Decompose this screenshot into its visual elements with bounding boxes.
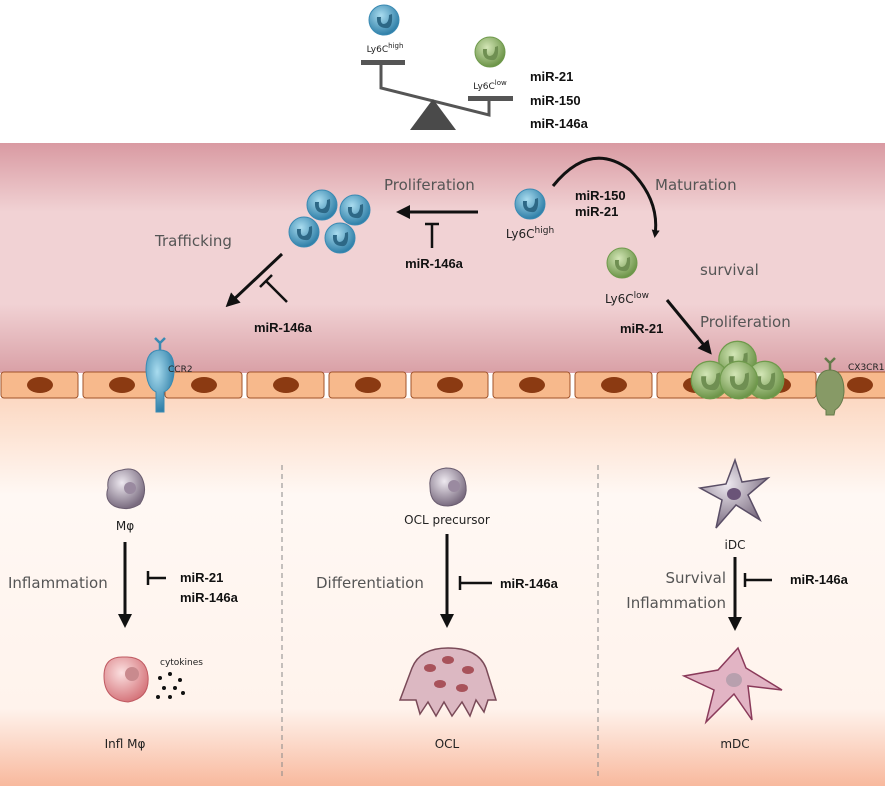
proliferation-label: Proliferation xyxy=(384,176,475,194)
cx3cr1-label: CX3CR1 xyxy=(848,363,884,373)
ly6c-low-cell-icon xyxy=(474,36,506,68)
balance-mir: miR-21 xyxy=(530,69,573,84)
inhibit-icon xyxy=(259,274,288,303)
trafficking-arrow xyxy=(225,252,284,308)
cx3cr1-cell xyxy=(815,357,845,416)
ocl-precursor-label: OCL precursor xyxy=(404,513,490,527)
nucleus-icon xyxy=(601,377,627,393)
macrophage-mir: miR-146a xyxy=(180,590,239,605)
macrophage-mir: miR-21 xyxy=(180,570,223,585)
osteoclast-mir: miR-146a xyxy=(500,576,559,591)
balance-scale: Ly6Chigh Ly6Clow miR-21 miR-150 miR-146a xyxy=(361,4,589,131)
ly6c-low-cell-icon xyxy=(606,247,638,279)
nucleus-icon xyxy=(355,377,381,393)
survival-proliferation-label: Proliferation xyxy=(700,313,791,331)
ccr2-receptor-icon xyxy=(154,337,166,350)
ccr2-label: CCR2 xyxy=(168,365,193,375)
nucleus-icon xyxy=(273,377,299,393)
ly6c-low-label: Ly6Clow xyxy=(605,291,649,306)
tissue xyxy=(0,398,885,786)
differentiation-label: Differentiation xyxy=(316,574,424,592)
nucleus-icon xyxy=(27,377,53,393)
ccr2-cell xyxy=(145,337,175,413)
osteoclast-icon xyxy=(398,647,498,718)
macrophage-panel: Mφ Inflammation miR-21 miR-146a cytokine… xyxy=(8,468,239,751)
nucleus-icon xyxy=(109,377,135,393)
inflammation-label: Inflammation xyxy=(8,574,108,592)
balance-high-label: Ly6Chigh xyxy=(367,42,404,55)
endothelium xyxy=(0,371,885,399)
cytokines-icon xyxy=(156,672,185,699)
dendritic-mir: miR-146a xyxy=(790,572,849,587)
mdc-label: mDC xyxy=(720,737,749,751)
nucleus-icon xyxy=(519,377,545,393)
ly6c-high-cell-icon xyxy=(368,4,400,36)
survival-label: survival xyxy=(700,261,759,279)
blood-vessel xyxy=(0,143,885,373)
infl-macrophage-label: Infl Mφ xyxy=(105,737,146,751)
ocl-precursor-icon xyxy=(429,467,467,507)
ly6c-high-label: Ly6Chigh xyxy=(506,226,554,241)
inflamed-macrophage-icon xyxy=(103,656,149,703)
cx3cr1-receptor-icon xyxy=(824,357,836,370)
proliferation-mir: miR-146a xyxy=(405,256,464,271)
maturation-mir: miR-150 xyxy=(575,188,626,203)
survival-arrow xyxy=(665,299,712,355)
survival-label: Survival xyxy=(666,569,726,587)
balance-mir: miR-150 xyxy=(530,93,581,108)
inhibit-icon xyxy=(458,576,492,590)
ocl-label: OCL xyxy=(435,737,460,751)
maturation-mir: miR-21 xyxy=(575,204,618,219)
ly6c-high-cell-icon xyxy=(514,188,546,220)
inhibit-icon xyxy=(743,573,772,587)
trafficking-mir: miR-146a xyxy=(254,320,313,335)
maturation-arrow xyxy=(551,156,660,238)
dendritic-panel: iDC Survival Inflammation miR-146a mDC xyxy=(626,457,849,751)
balance-mir: miR-146a xyxy=(530,116,589,131)
maturation-label: Maturation xyxy=(655,176,737,194)
inflammation-label: Inflammation xyxy=(626,594,726,612)
idc-label: iDC xyxy=(725,538,746,552)
survival-mir: miR-21 xyxy=(620,321,663,336)
inhibit-icon xyxy=(146,571,166,585)
inhibit-icon xyxy=(425,222,439,248)
balance-low-label: Ly6Clow xyxy=(473,79,507,92)
nucleus-icon xyxy=(847,377,873,393)
fulcrum-icon xyxy=(410,99,456,130)
trafficking-label: Trafficking xyxy=(154,232,232,250)
cytokines-label: cytokines xyxy=(160,658,203,668)
nucleus-icon xyxy=(191,377,217,393)
osteoclast-panel: OCL precursor Differentiation miR-146a O… xyxy=(316,467,559,751)
nucleus-icon xyxy=(437,377,463,393)
macrophage-label: Mφ xyxy=(116,519,134,533)
